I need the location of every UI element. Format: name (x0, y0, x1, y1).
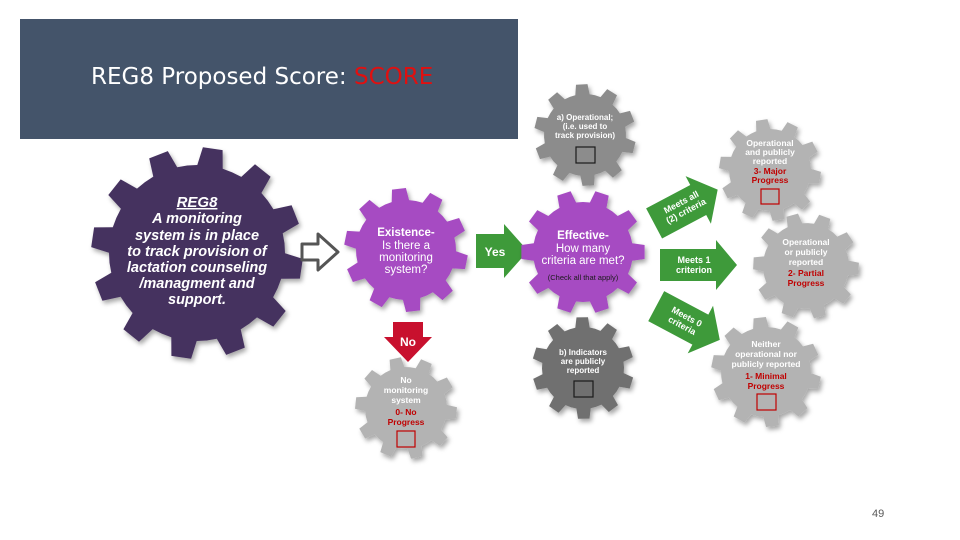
minimal-line: publicly reported (732, 359, 801, 369)
criterion-b-line: are publicly (561, 357, 606, 366)
checkbox-icon[interactable] (396, 430, 416, 448)
effective-note: (Check all that apply) (548, 273, 619, 282)
no-label: No (400, 335, 416, 349)
no-gear-score: Progress (388, 417, 425, 427)
major-score: Progress (752, 175, 789, 185)
effective-heading: Effective- (557, 230, 609, 242)
minimal-progress-gear: Neither operational nor publicly reporte… (711, 317, 821, 427)
main-gear-heading: REG8 (177, 194, 219, 211)
existence-line: system? (385, 264, 428, 276)
partial-line: or publicly (785, 247, 828, 257)
no-gear-line: system (391, 395, 421, 405)
minimal-line: operational nor (735, 349, 798, 359)
criterion-a-gear: a) Operational; (i.e. used to track prov… (534, 84, 636, 186)
checkbox-icon[interactable] (575, 146, 596, 164)
existence-gear: Existence- Is there a monitoring system? (344, 188, 468, 312)
main-gear: REG8 A monitoring system is in place to … (91, 147, 303, 359)
main-gear-line: lactation counseling (127, 260, 267, 276)
meets-all-arrow: Meets all (2) criteria (646, 176, 718, 239)
page-number: 49 (872, 508, 885, 520)
major-score: 3- Major (754, 166, 787, 176)
no-gear-line: No (400, 375, 411, 385)
criterion-a-line: track provision) (555, 131, 615, 140)
yes-arrow: Yes (476, 224, 528, 278)
checkbox-icon[interactable] (760, 188, 780, 205)
meets-one-arrow: Meets 1 criterion (660, 240, 737, 290)
effective-gear: Effective- How many criteria are met? (C… (521, 191, 645, 313)
existence-line: monitoring (379, 252, 433, 264)
criterion-b-line: reported (567, 366, 600, 375)
major-line: and publicly (745, 147, 795, 157)
partial-line: Operational (782, 237, 829, 247)
hollow-arrow (300, 232, 340, 272)
minimal-line: Neither (751, 339, 781, 349)
criterion-a-line: a) Operational; (557, 113, 613, 122)
main-gear-line: system is in place (135, 228, 259, 244)
partial-score: 2- Partial (788, 268, 824, 278)
partial-line: reported (789, 257, 823, 267)
criterion-a-line: (i.e. used to (563, 122, 608, 131)
no-gear-line: monitoring (384, 385, 428, 395)
minimal-score: Progress (748, 381, 785, 391)
no-arrow: No (384, 322, 432, 362)
main-gear-line: A monitoring (151, 211, 242, 227)
major-progress-gear: Operational and publicly reported 3- Maj… (719, 119, 821, 221)
title-prefix: REG8 Proposed Score: (91, 64, 354, 90)
checkbox-icon[interactable] (756, 393, 777, 411)
partial-progress-gear: Operational or publicly reported 2- Part… (753, 213, 859, 319)
minimal-score: 1- Minimal (745, 371, 787, 381)
no-gear-score: 0- No (395, 407, 416, 417)
criterion-b-gear: b) Indicators are publicly reported (532, 317, 634, 419)
slide-title: REG8 Proposed Score: SCORE (91, 64, 433, 90)
no-monitoring-gear: No monitoring system 0- No Progress (355, 357, 457, 459)
meets-zero-arrow: Meets 0 criteria (648, 291, 720, 354)
meets-one-label: Meets 1 (677, 255, 710, 265)
main-gear-line: support. (168, 292, 226, 308)
meets-one-label: criterion (676, 265, 712, 275)
major-line: reported (753, 156, 787, 166)
major-line: Operational (746, 138, 793, 148)
main-gear-line: to track provision of (127, 244, 269, 260)
main-gear-line: /managment and (138, 276, 255, 292)
existence-line: Is there a (382, 240, 431, 252)
partial-score: Progress (788, 278, 825, 288)
effective-line: criteria are met? (541, 255, 624, 267)
effective-line: How many (556, 243, 611, 255)
checkbox-icon[interactable] (573, 380, 594, 398)
title-score: SCORE (353, 64, 434, 90)
existence-heading: Existence- (377, 227, 435, 239)
yes-label: Yes (485, 245, 506, 259)
criterion-b-line: b) Indicators (559, 348, 608, 357)
title-band (20, 19, 518, 139)
